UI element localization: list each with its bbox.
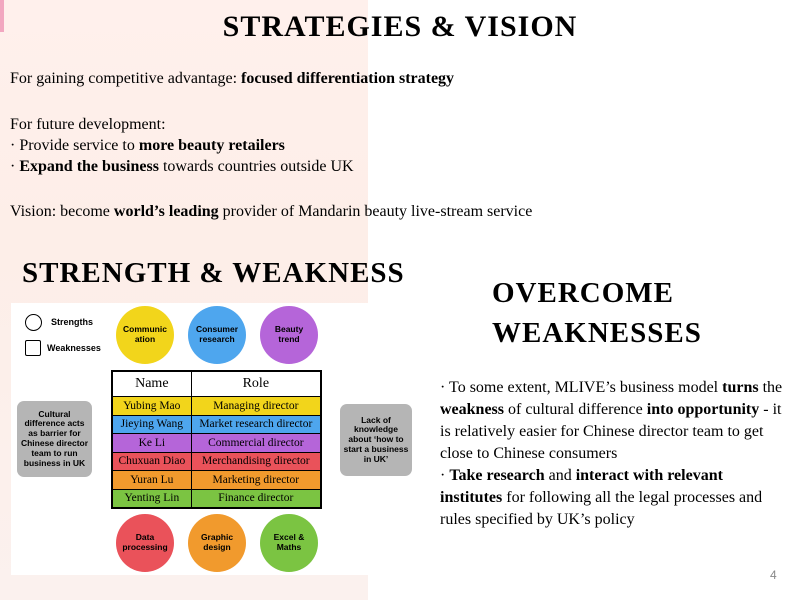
bullet-1-bold: more beauty retailers bbox=[138, 137, 285, 154]
vision-prefix: Vision: become bbox=[10, 203, 114, 220]
member-role: Commercial director bbox=[190, 433, 322, 453]
strength-circle-label: Excel & Maths bbox=[273, 532, 305, 552]
text-run: for following all the legal processes an… bbox=[440, 489, 763, 528]
strength-circle-excel-maths: Excel & Maths bbox=[260, 514, 318, 572]
overcome-paragraph-1: · To some extent, MLIVE’s business model… bbox=[440, 377, 785, 465]
strength-circle-beauty-trend: Beauty trend bbox=[260, 306, 318, 364]
strength-weakness-heading: STRENGTH & WEAKNESS bbox=[22, 257, 405, 289]
text-run: the bbox=[758, 379, 783, 396]
bullet-2-bold: Expand the business bbox=[19, 158, 159, 175]
strength-circle-label: Graphic design bbox=[200, 532, 234, 552]
competitive-advantage-line: For gaining competitive advantage: focus… bbox=[10, 70, 454, 88]
weakness-box-label: Cultural difference acts as barrier for … bbox=[20, 408, 89, 468]
member-name: Jieying Wang bbox=[111, 414, 192, 434]
bold-run: into opportunity bbox=[646, 401, 760, 418]
bullet-2-suffix: towards countries outside UK bbox=[158, 158, 354, 175]
strength-weakness-diagram: Strengths Weaknesses Communic ation Cons… bbox=[11, 303, 420, 575]
text-run: and bbox=[544, 467, 576, 484]
strength-circle-label: Communic ation bbox=[123, 324, 167, 344]
bullet-1-prefix: · Provide service to bbox=[10, 137, 139, 154]
weakness-box-lack-of-knowledge: Lack of knowledge about ‘how to start a … bbox=[340, 404, 412, 476]
bullet-2-prefix: · bbox=[10, 158, 20, 175]
member-role: Marketing director bbox=[190, 470, 322, 490]
strength-circle-consumer-research: Consumer research bbox=[188, 306, 246, 364]
strength-circle-graphic-design: Graphic design bbox=[188, 514, 246, 572]
member-role: Market research director bbox=[190, 414, 322, 434]
overcome-heading-line-1: OVERCOME bbox=[492, 277, 674, 309]
bold-run: interact with relevant institutes bbox=[440, 467, 723, 506]
vision-suffix: provider of Mandarin beauty live-stream … bbox=[218, 203, 533, 220]
bold-run: Take research bbox=[449, 467, 545, 484]
strength-circle-label: Consumer research bbox=[195, 324, 239, 344]
competitive-bold: focused differentiation strategy bbox=[241, 70, 455, 87]
future-bullet-1: · Provide service to more beauty retaile… bbox=[10, 137, 285, 155]
overcome-paragraph-2: · Take research and interact with releva… bbox=[440, 465, 785, 531]
accent-bar bbox=[0, 0, 4, 32]
weakness-box-label: Lack of knowledge about ‘how to start a … bbox=[343, 414, 409, 464]
future-bullet-2: · Expand the business towards countries … bbox=[10, 158, 354, 176]
member-name: Chuxuan Diao bbox=[111, 451, 192, 471]
vision-line: Vision: become world’s leading provider … bbox=[10, 203, 532, 221]
strength-circle-label: Beauty trend bbox=[274, 324, 304, 344]
member-name: Yubing Mao bbox=[111, 396, 192, 416]
future-heading: For future development: bbox=[10, 116, 166, 133]
slide-title: STRATEGIES & VISION bbox=[222, 10, 578, 43]
overcome-heading-line-2: WEAKNESSES bbox=[492, 317, 702, 349]
strength-circle-communication: Communic ation bbox=[116, 306, 174, 364]
bold-run: weakness bbox=[440, 401, 505, 418]
weakness-box-cultural-difference: Cultural difference acts as barrier for … bbox=[17, 401, 92, 477]
role-column-header: Role bbox=[190, 370, 322, 397]
weaknesses-legend-square-icon bbox=[25, 340, 41, 356]
member-name: Ke Li bbox=[111, 433, 192, 453]
text-run: · bbox=[440, 467, 450, 484]
competitive-prefix: For gaining competitive advantage: bbox=[10, 70, 242, 87]
text-run: - it is relatively easier for Chinese di… bbox=[440, 401, 782, 462]
strengths-legend-label: Strengths bbox=[51, 317, 94, 327]
table-header-row: Name Role bbox=[111, 370, 322, 397]
text-run: · To some extent, MLIVE’s business model bbox=[440, 379, 723, 396]
member-role: Managing director bbox=[190, 396, 322, 416]
bold-run: turns bbox=[722, 379, 759, 396]
member-name: Yuran Lu bbox=[111, 470, 192, 490]
page-number: 4 bbox=[770, 568, 777, 582]
weaknesses-legend-label: Weaknesses bbox=[47, 343, 101, 353]
member-role: Merchandising director bbox=[190, 451, 322, 471]
strength-circle-data-processing: Data processing bbox=[116, 514, 174, 572]
member-role: Finance director bbox=[190, 488, 322, 509]
overcome-weaknesses-text: · To some extent, MLIVE’s business model… bbox=[440, 377, 785, 531]
vision-bold: world’s leading bbox=[113, 203, 219, 220]
strengths-legend-circle-icon bbox=[25, 314, 42, 331]
strength-circle-label: Data processing bbox=[122, 532, 168, 552]
name-column-header: Name bbox=[111, 370, 192, 397]
text-run: of cultural difference bbox=[504, 401, 647, 418]
member-name: Yenting Lin bbox=[111, 488, 192, 509]
